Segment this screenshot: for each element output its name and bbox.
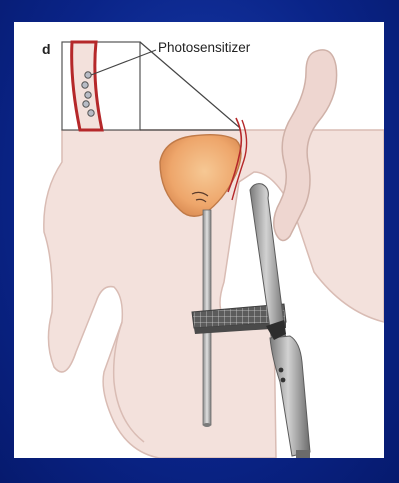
photosensitizer-label: Photosensitizer [158,40,251,55]
fiber-tip [203,423,211,427]
anatomy-diagram: d Photosensitizer [14,22,384,458]
photosensitizer-dot [85,92,91,98]
photosensitizer-dot [83,101,89,107]
photosensitizer-dot [82,82,88,88]
probe-cable-end [296,450,310,458]
panel-label: d [42,41,51,57]
illustration-panel: d Photosensitizer [14,22,384,458]
probe-button-1 [279,368,284,373]
photosensitizer-dot [85,72,91,78]
photosensitizer-dot [88,110,94,116]
probe-button-2 [281,378,286,383]
